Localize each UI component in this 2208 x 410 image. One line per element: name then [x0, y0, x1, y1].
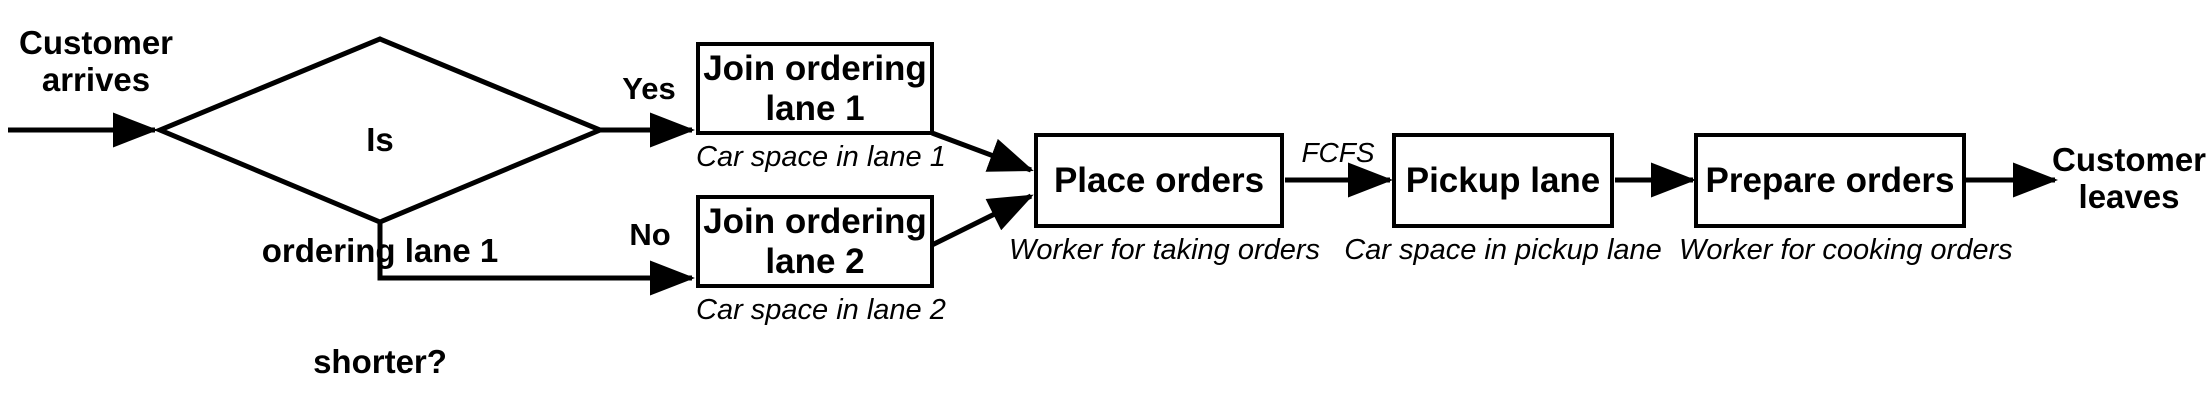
node-place-orders-label: Place orders — [1038, 161, 1280, 201]
edge-label-yes: Yes — [622, 71, 676, 106]
end-label: Customer leaves — [2051, 141, 2207, 215]
caption-pickup-lane: Car space in pickup lane — [1344, 234, 1662, 266]
decision-line-1: Is — [366, 120, 394, 158]
node-prepare-orders-label: Prepare orders — [1698, 161, 1962, 201]
node-place-orders-line-1: Place orders — [1053, 160, 1265, 200]
decision-line-2: ordering lane 1 — [261, 231, 499, 269]
node-prepare-orders[interactable]: Prepare orders — [1694, 133, 1966, 228]
caption-prepare-orders: Worker for cooking orders — [1679, 234, 2013, 266]
node-place-orders[interactable]: Place orders — [1034, 133, 1284, 228]
node-prepare-orders-line-1: Prepare orders — [1705, 160, 1955, 200]
edge-no-to-lane2 — [377, 222, 696, 296]
node-join-lane-1[interactable]: Join ordering lane 1 — [696, 42, 934, 135]
caption-place-orders: Worker for taking orders — [1009, 234, 1321, 266]
edge-label-fcfs: FCFS — [1301, 137, 1375, 168]
decision-line-3: shorter? — [313, 342, 447, 380]
edge-lane2-to-place — [930, 193, 1034, 248]
node-pickup-lane[interactable]: Pickup lane — [1392, 133, 1614, 228]
node-pickup-lane-line-1: Pickup lane — [1405, 160, 1601, 200]
caption-join-lane-1: Car space in lane 1 — [696, 141, 946, 173]
edge-lane1-to-place — [931, 130, 1034, 173]
node-join-lane-1-line-1: Join ordering — [703, 48, 927, 88]
node-join-lane-2-line-1: Join ordering — [703, 201, 927, 241]
node-join-lane-1-label: Join ordering lane 1 — [700, 49, 930, 129]
node-join-lane-2-line-2: lane 2 — [765, 241, 865, 281]
caption-join-lane-2: Car space in lane 2 — [696, 294, 946, 326]
edge-label-no: No — [629, 217, 671, 252]
node-join-lane-2[interactable]: Join ordering lane 2 — [696, 195, 934, 288]
decision-label: Is ordering lane 1 shorter? — [170, 48, 590, 410]
start-label: Customer arrives — [18, 24, 174, 98]
node-join-lane-1-line-2: lane 1 — [765, 88, 865, 128]
node-pickup-lane-label: Pickup lane — [1396, 161, 1610, 201]
node-join-lane-2-label: Join ordering lane 2 — [700, 202, 930, 282]
